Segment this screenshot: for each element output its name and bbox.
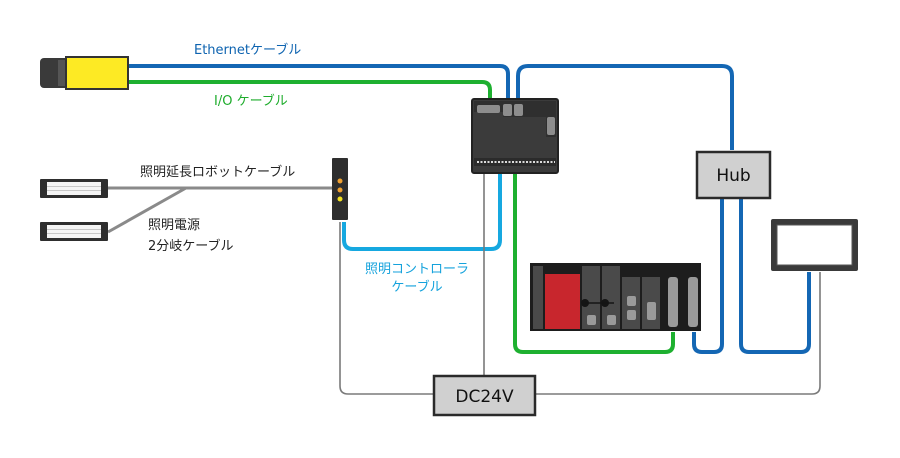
io-cable-plc [513, 172, 675, 354]
light-power-split-label-2: 2分岐ケーブル [148, 238, 234, 254]
light-controller-cable-label-2: ケーブル [391, 279, 442, 295]
monitor-screen [776, 224, 853, 266]
light-2-led-array [47, 225, 101, 238]
controller-port-3 [514, 104, 523, 116]
monitor-device[interactable] [771, 219, 858, 271]
plc-io-4 [627, 310, 636, 320]
plc-module-1 [582, 266, 600, 329]
power-cable-left [339, 222, 434, 395]
ethernet-cable-label: Ethernetケーブル [194, 42, 301, 58]
light-controller-led-1 [337, 178, 343, 184]
plc-io-2 [607, 315, 616, 325]
light-power-split-cable [107, 186, 187, 234]
bar-light-2[interactable] [40, 222, 108, 241]
controller-body [471, 98, 559, 174]
hub-box [695, 150, 772, 200]
plc-io-5 [647, 302, 656, 320]
vision-controller[interactable] [471, 98, 559, 174]
hub-label: Hub [716, 166, 750, 186]
ethernet-cable-hub-plc [692, 198, 724, 354]
power-supply-label: DC24V [455, 387, 514, 407]
ethernet-cable-camera [128, 64, 510, 100]
light-controller-cable [342, 172, 502, 251]
plc-comm-module-2 [688, 277, 698, 327]
camera-device[interactable] [40, 56, 129, 90]
ethernet-cable-controller-hub [516, 64, 734, 150]
controller-slot [547, 117, 555, 135]
light-controller-cable-label-1: 照明コントローラ [365, 262, 469, 277]
camera-body [65, 56, 129, 90]
plc-module-2 [602, 266, 620, 329]
controller-port-2 [503, 104, 512, 116]
power-cable-right [536, 272, 821, 395]
plc-power-module [533, 266, 543, 329]
io-cable-label: I/O ケーブル [214, 93, 288, 109]
plc-comm-module-1 [668, 277, 678, 327]
light-extension-cable-label: 照明延長ロボットケーブル [140, 164, 295, 180]
light-controller-led-3 [337, 196, 343, 202]
light-1-led-array [47, 182, 101, 195]
plc-cpu-module [545, 274, 580, 329]
camera-connector-ring [58, 60, 66, 86]
light-power-split-label-1: 照明電源 [148, 218, 200, 233]
light-controller-led-2 [337, 187, 343, 193]
controller-terminals [474, 158, 556, 166]
plc-io-3 [627, 296, 636, 306]
bar-light-1[interactable] [40, 179, 108, 198]
plc-device[interactable] [530, 263, 701, 331]
power-supply-node[interactable]: DC24V [432, 374, 537, 417]
hub-node[interactable]: Hub [695, 150, 772, 200]
power-supply-box [432, 374, 537, 417]
controller-port-1 [477, 105, 500, 113]
io-cable-camera [128, 80, 492, 100]
lighting-controller[interactable] [332, 158, 348, 220]
ethernet-cable-hub-monitor [739, 198, 811, 354]
plc-io-1 [587, 315, 596, 325]
